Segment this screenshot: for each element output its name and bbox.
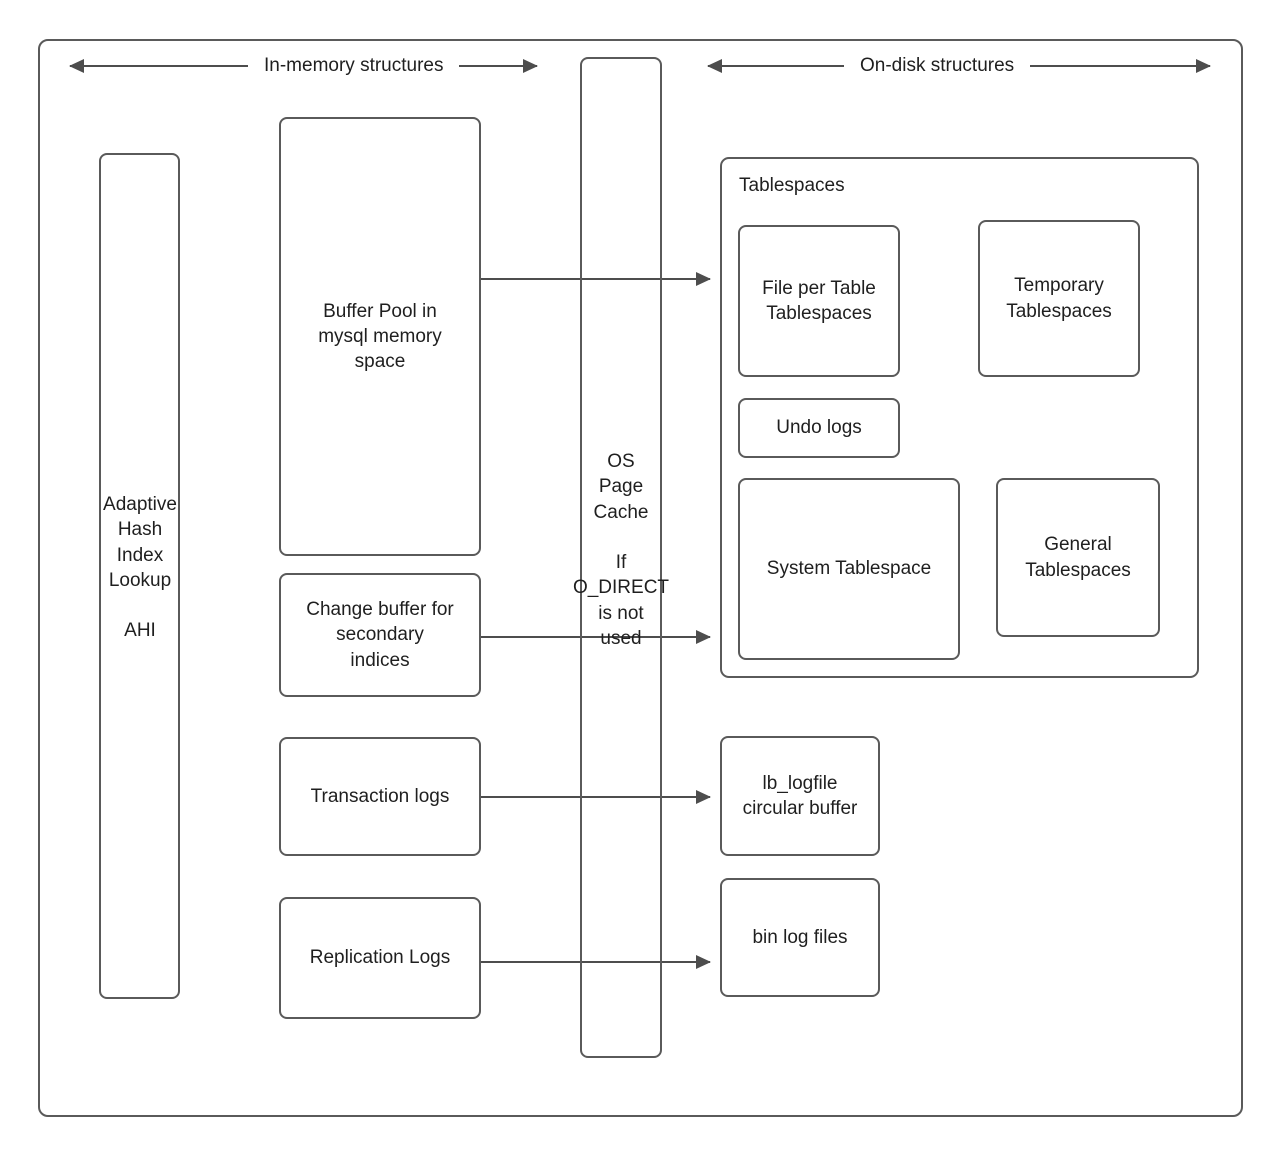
in-memory-header: In-memory structures [69, 52, 539, 80]
node-adaptive-hash-index-label: Adaptive Hash Index Lookup AHI [103, 494, 177, 642]
node-system-tablespace-label: System Tablespace [766, 558, 932, 580]
node-change-buffer[interactable]: Change buffer for secondary indices [279, 573, 481, 697]
node-temporary-tablespaces[interactable]: Temporary Tablespaces [978, 220, 1140, 377]
node-adaptive-hash-index[interactable] [99, 153, 180, 999]
node-general-tablespaces-label: General Tablespaces [1025, 534, 1131, 581]
node-buffer-pool-label: Buffer Pool in mysql memory space [318, 300, 442, 373]
in-memory-right-arrow [459, 59, 539, 73]
node-general-tablespaces[interactable]: General Tablespaces [996, 478, 1160, 637]
on-disk-header-label: On-disk structures [860, 55, 1015, 76]
on-disk-left-arrow [707, 59, 844, 73]
node-buffer-pool[interactable]: Buffer Pool in mysql memory space [279, 117, 481, 556]
connector-transaction-logs-to-ib-logfile [481, 790, 711, 804]
node-bin-log-files[interactable]: bin log files [720, 878, 880, 997]
node-replication-logs[interactable]: Replication Logs [279, 897, 481, 1019]
node-ib-logfile-label: lb_logfile circular buffer [742, 772, 858, 819]
on-disk-right-arrow [1030, 59, 1212, 73]
node-ib-logfile[interactable]: lb_logfile circular buffer [720, 736, 880, 856]
node-file-per-table-tablespaces[interactable]: File per Table Tablespaces [738, 225, 900, 377]
connector-replication-logs-to-bin-log [481, 955, 711, 969]
node-os-page-cache[interactable] [580, 57, 662, 1058]
on-disk-header: On-disk structures [707, 52, 1212, 80]
connector-buffer-pool-to-tablespaces [481, 272, 711, 286]
node-file-per-table-tablespaces-label: File per Table Tablespaces [762, 277, 876, 324]
node-bin-log-files-label: bin log files [752, 926, 848, 948]
node-os-page-cache-label: OS Page Cache If O_DIRECT is not used [572, 451, 670, 649]
connector-change-buffer-to-tablespaces [481, 630, 711, 644]
node-undo-logs-label: Undo logs [776, 417, 862, 439]
node-transaction-logs-label: Transaction logs [310, 785, 450, 807]
node-change-buffer-label: Change buffer for secondary indices [306, 599, 454, 671]
node-temporary-tablespaces-label: Temporary Tablespaces [1006, 275, 1112, 322]
node-system-tablespace[interactable]: System Tablespace [738, 478, 960, 660]
node-replication-logs-label: Replication Logs [309, 947, 451, 969]
node-undo-logs[interactable]: Undo logs [738, 398, 900, 458]
in-memory-header-label: In-memory structures [264, 55, 444, 76]
node-transaction-logs[interactable]: Transaction logs [279, 737, 481, 856]
group-tablespaces-title: Tablespaces [739, 175, 845, 196]
in-memory-left-arrow [69, 59, 248, 73]
